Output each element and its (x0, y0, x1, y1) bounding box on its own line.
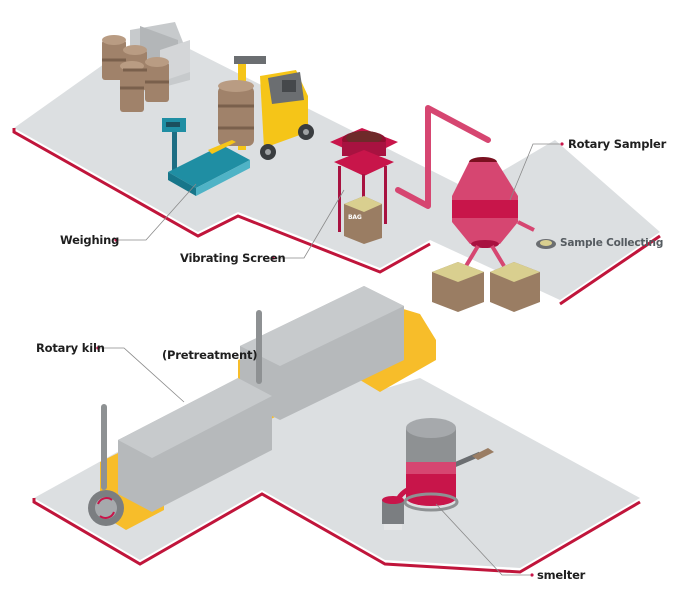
label-rotary-kiln: Rotary kiln (36, 341, 105, 355)
label-sample-collecting: Sample Collecting (560, 237, 664, 249)
kiln-icon (88, 286, 436, 530)
leader-rotary-sampler (509, 143, 560, 201)
leader-vibrating-screen (275, 189, 345, 259)
label-vibrating-screen: Vibrating Screen (180, 251, 286, 265)
leader-smelter (435, 503, 530, 576)
sieve-icon (330, 128, 398, 244)
leader-rotary-kiln (96, 347, 185, 403)
lower-floor (32, 318, 641, 574)
sampler-icon (432, 157, 540, 312)
storage-area (102, 22, 190, 112)
pipe-icon (395, 105, 491, 209)
scale-icon (162, 118, 250, 196)
sample-dish-icon (536, 239, 556, 249)
leader-weighing (118, 183, 197, 241)
furnace-icon (382, 418, 494, 530)
label-smelter: smelter (537, 568, 586, 582)
label-bag: BAG (348, 214, 362, 221)
label-rotary-sampler: Rotary Sampler (568, 137, 667, 151)
leader-lines (96, 143, 560, 576)
label-pretreatment: (Pretreatment) (162, 348, 258, 362)
label-weighing: Weighing (60, 233, 120, 247)
forklift-icon (208, 56, 314, 160)
barrel-icon (102, 35, 169, 112)
leader-dots (96, 142, 564, 577)
